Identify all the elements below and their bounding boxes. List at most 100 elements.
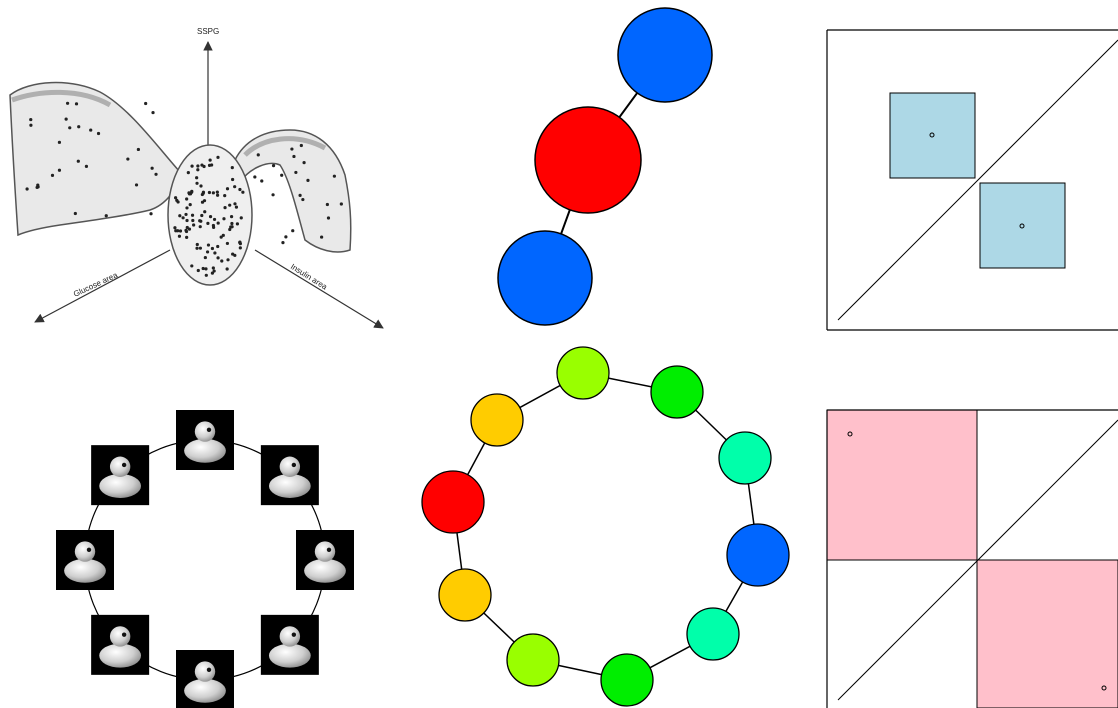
duck-head [314,541,336,562]
scatter-dot [228,203,232,207]
central-body [167,144,253,286]
scatter-dot [195,242,199,247]
scatter-dot [201,190,206,194]
duck-image [176,650,234,708]
chain-node-top [617,7,713,103]
scatter-dot [185,218,189,223]
duck-image [260,445,319,506]
scatter-dot [260,179,264,183]
duck-eye [206,427,212,432]
duck-image [260,614,319,675]
scatter-dot [339,202,343,206]
scatter-dot [188,203,192,207]
ring-node [650,365,704,419]
scatter-dot [223,194,227,198]
duck-eye [121,632,127,637]
ring-node [438,568,492,622]
scatter-dot [233,202,237,206]
scatter-dot [174,229,178,233]
scatter-dot [216,155,220,159]
scatter-dot [181,216,185,220]
duck-eye [291,462,297,468]
scatter-dot [332,174,336,178]
scatter-dot [219,235,223,239]
ring-graph-panel [421,346,790,707]
duck-image [176,410,234,470]
scatter-dot [126,157,130,161]
scatter-dot [200,213,204,218]
scatter-dot [201,266,205,271]
blue-box-panel [826,29,1118,331]
scatter-dot [225,241,230,246]
scatter-dot [184,229,189,234]
scatter-dot [77,125,81,129]
scatter-dot [198,246,202,250]
ring-node [470,393,524,447]
duck-image [91,445,150,506]
scatter-dot [271,163,276,168]
scatter-dot [301,197,305,202]
scatter-dot [210,271,215,275]
scatter-dot [190,264,194,268]
scatter-dot [306,178,310,182]
scatter-dot [256,153,260,157]
scatter-dot [195,246,199,250]
duck-eye [86,547,92,552]
ring-node [686,607,740,661]
scatter-dot [239,216,243,220]
scatter-dot [154,172,158,176]
scatter-dot [225,187,230,191]
box-center-marker [929,132,935,138]
scatter-dot [212,217,217,222]
scatter-dot [298,193,302,197]
box-center-marker [1019,223,1025,229]
corner-marker [847,431,853,437]
scatter-dot [238,240,242,244]
scatter-dot [211,191,215,195]
scatter-dot [222,217,226,221]
scatter-dot [230,165,234,170]
scatter-dot [29,117,33,122]
scatter-dot [299,143,303,148]
scatter-dot [230,221,234,226]
scatter-dot [280,173,284,177]
duck-image [91,614,150,675]
wing-sketch-panel: SSPG Glucose area Insulin area [9,27,384,329]
scatter-dot [229,215,234,219]
scatter-dot [291,229,295,233]
scatter-dot [225,267,229,271]
scatter-dot [173,226,177,230]
duck-eye [291,632,297,637]
scatter-dot [191,218,195,223]
ring-node [421,470,485,534]
scatter-dot [190,213,195,217]
scatter-dot [216,244,220,249]
scatter-dot [57,168,62,172]
duck-head [279,456,301,477]
scatter-dot [29,123,33,127]
scatter-dot [271,193,275,197]
scatter-dot [302,161,306,165]
ring-node [726,523,790,587]
left-wing-shape [9,81,181,237]
scatter-dot [206,243,211,247]
scatter-dot [229,225,233,229]
chain-node-bottom [497,230,593,326]
pink-box-panel [826,409,1118,708]
scatter-dot [203,210,207,214]
scatter-dot [136,147,140,152]
duck-head [194,661,216,682]
scatter-dot [57,140,62,144]
scatter-dot [200,200,205,204]
right-wing-band [243,136,327,157]
scatter-dot [241,190,245,194]
scatter-dot [210,246,215,251]
scatter-dot [211,223,216,228]
ring-node [718,431,772,485]
scatter-dot [320,235,324,239]
scatter-dot [199,184,203,188]
scatter-dot [190,164,194,168]
duck-body [64,558,106,583]
duck-head [279,626,301,647]
glucose-axis-label: Glucose area [72,270,119,298]
